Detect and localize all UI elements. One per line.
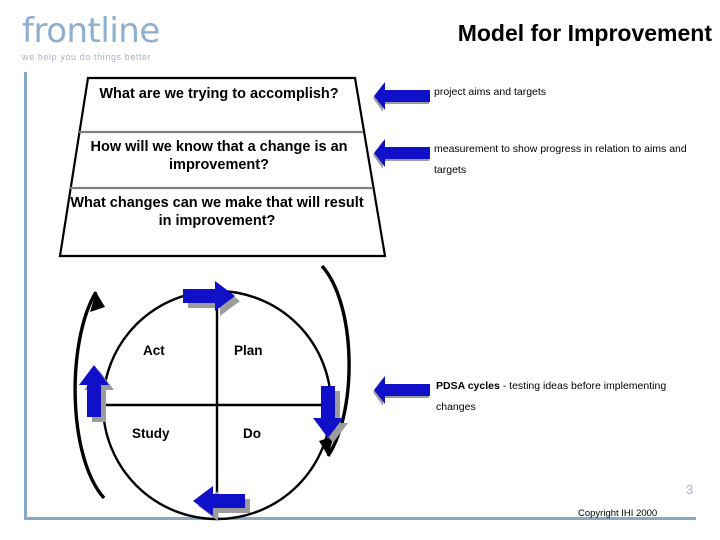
pdsa-label-do: Do [243,426,261,441]
pdsa-label-act: Act [143,343,165,358]
pdsa-arrow-left-up [79,365,114,422]
annotation-aims: project aims and targets [434,86,547,98]
outer-arc-arrow-left [73,291,106,500]
pdsa-label-study: Study [132,426,170,441]
pdsa-arrow-top-right [183,281,240,316]
copyright-notice: Copyright IHI 2000 [578,508,658,519]
model-question-3: What changes can we make that will resul… [70,195,364,230]
slide-number: 3 [686,482,694,497]
frame-vertical-rule [24,72,27,519]
annotation-pdsa-term: PDSA cycles [436,380,500,392]
model-question-1: What are we trying to accomplish? [99,86,339,102]
logo-tagline: we help you do things better [22,52,152,62]
model-question-2: How will we know that a change is an imp… [90,139,348,174]
page-title: Model for Improvement [457,20,712,46]
connector-arrow-measurement [373,139,430,169]
model-questions-trapezoid [58,76,387,258]
logo-wordmark: frontline [22,11,160,51]
annotation-pdsa-description: - testing ideas before implementing chan… [436,380,667,413]
annotation-pdsa: PDSA cycles - testing ideas before imple… [436,376,708,418]
pdsa-label-plan: Plan [234,343,263,358]
pdsa-cycle-diagram [73,264,351,521]
frame-horizontal-rule [24,517,696,520]
brand-logo: frontline we help you do things better [22,14,242,62]
connector-arrow-pdsa [373,376,430,406]
pdsa-arrow-bottom-left [193,486,250,521]
pdsa-arrow-right-down [313,386,348,443]
annotation-measurement: measurement to show progress in relation… [434,143,687,176]
connector-arrow-aims [373,82,430,112]
